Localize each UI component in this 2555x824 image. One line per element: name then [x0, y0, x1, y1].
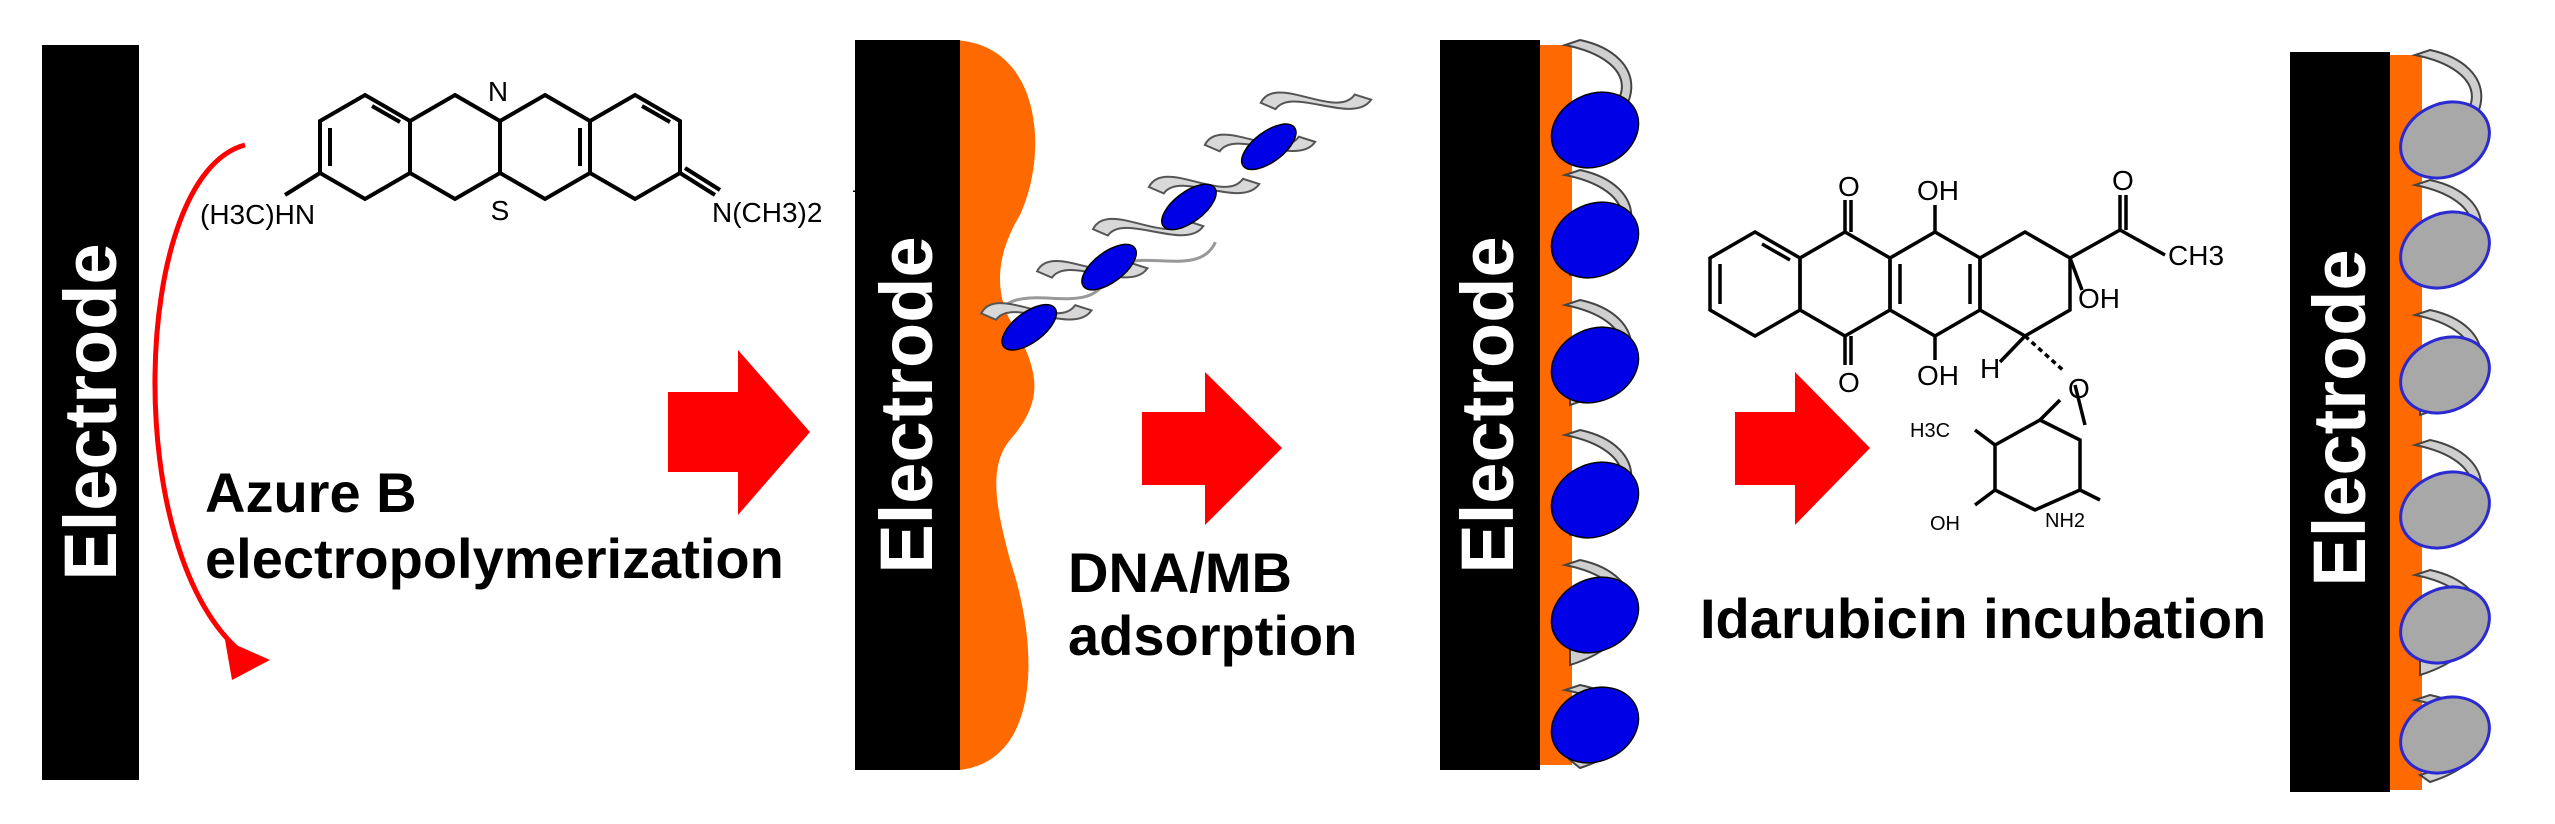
electrode-label-3: Electrode: [1446, 236, 1529, 573]
curved-arrow-icon: [152, 142, 247, 657]
step-arrow-2: [1142, 372, 1282, 525]
electrode-4: [2290, 52, 2390, 792]
dna-label-line1: DNA/MB: [1068, 541, 1292, 604]
ida-oval: [2399, 100, 2491, 180]
ida-oval: [2399, 210, 2491, 290]
azure-b-n: N: [488, 76, 508, 107]
ida-oval: [2399, 695, 2491, 775]
azure-b-left-group: (H3C)HN: [200, 199, 315, 230]
mb-oval: [1550, 91, 1640, 169]
azure-b-s: S: [491, 195, 510, 226]
mb-oval: [1550, 326, 1640, 404]
mb-oval: [1081, 243, 1137, 291]
step-arrow-3: [1735, 372, 1870, 525]
ida-oh2: OH: [1917, 360, 1959, 391]
ida-oval: [2399, 470, 2491, 550]
ida-nh2: NH2: [2045, 510, 2085, 532]
ida-oh3: OH: [2078, 283, 2120, 314]
mb-oval: [1240, 123, 1297, 171]
ida-oval: [2399, 585, 2491, 665]
ida-h3c: H3C: [1910, 420, 1950, 442]
dna-label-line2: adsorption: [1068, 604, 1357, 667]
ida-ch3: CH3: [2168, 240, 2224, 271]
ida-oh4: OH: [1930, 513, 1960, 535]
ida-o4: O: [2068, 373, 2090, 404]
electrode-3: [1440, 40, 1540, 770]
mb-oval: [1550, 576, 1640, 654]
ida-o3: O: [2112, 165, 2134, 196]
azure-label-line1: Azure B: [205, 461, 417, 524]
mb-oval: [1161, 183, 1217, 231]
mb-oval: [1001, 303, 1058, 351]
mb-oval: [1550, 686, 1640, 764]
ida-o1: O: [1838, 171, 1860, 202]
ida-oh1: OH: [1917, 175, 1959, 206]
polymer-strip-4: [2390, 55, 2422, 790]
ida-o2: O: [1838, 367, 1860, 398]
ida-label: Idarubicin incubation: [1700, 587, 2266, 650]
mb-oval: [1550, 461, 1640, 539]
step-arrow-1: [668, 350, 810, 515]
electrode-label-2: Electrode: [865, 236, 948, 573]
electrode-label-4: Electrode: [2298, 249, 2381, 586]
azure-b-right-group: N(CH3)2: [712, 197, 822, 228]
panel-2: Electrode DNA/MB adsorption: [855, 40, 1373, 770]
dna-mb-helix: [979, 91, 1373, 351]
panel-1: Electrode N S (H3C)HN N(CH3)2 + Azure B …: [42, 45, 864, 780]
curved-arrow-head-icon: [225, 640, 270, 680]
electrode-2: [855, 40, 960, 770]
azure-label-line2: electropolymerization: [205, 527, 784, 590]
ida-oval: [2399, 335, 2491, 415]
mb-oval: [1550, 201, 1640, 279]
panel-3: Electrode: [1440, 38, 1640, 770]
electrode-label-1: Electrode: [49, 243, 132, 580]
ida-h: H: [1980, 353, 2000, 384]
panel-4: Electrode: [2290, 48, 2491, 792]
azure-b-structure: [283, 92, 722, 202]
polymer-layer: [950, 40, 1036, 770]
electrode-1: [42, 45, 139, 780]
idarubicin-structure: O O OH OH O CH3 OH H O H3C OH NH2: [1708, 165, 2224, 535]
